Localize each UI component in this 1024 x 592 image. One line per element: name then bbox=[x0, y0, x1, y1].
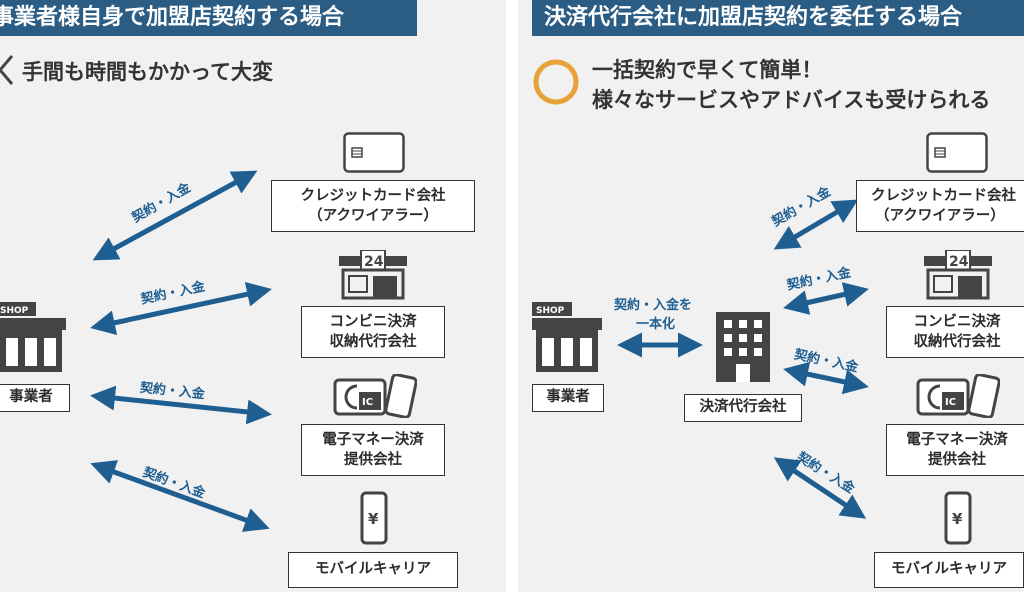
merchant-label: 事業者 bbox=[9, 389, 53, 405]
office-building-icon bbox=[716, 312, 770, 382]
unify-label-line1: 契約・入金を bbox=[614, 298, 693, 313]
panel-agent-contract: 決済代行会社に加盟店契約を委任する場合 一括契約で早くて簡単！ 様々なサービスや… bbox=[518, 0, 1024, 592]
mobile-phone-icon: ¥ bbox=[360, 491, 388, 545]
merchant-box: 事業者 bbox=[532, 384, 604, 412]
arrow-credit bbox=[92, 170, 258, 261]
shop-sign-text: SHOP bbox=[0, 306, 29, 316]
unify-label-line2: 一本化 bbox=[636, 317, 676, 332]
panel-self-contract: 事業者様自身で加盟店契約する場合 手間も時間もかかって大変 契約・入金 契約・入… bbox=[0, 0, 506, 592]
contract-arrows bbox=[617, 199, 869, 519]
provider-emoney-box: 電子マネー決済 提供会社 bbox=[886, 424, 1024, 476]
provider-convenience-box: コンビニ決済 収納代行会社 bbox=[886, 306, 1024, 358]
contract-arrows bbox=[90, 170, 272, 532]
credit-card-icon bbox=[926, 132, 988, 173]
store-sign-text: 24 bbox=[949, 254, 969, 270]
provider-convenience-box: コンビニ決済 収納代行会社 bbox=[301, 306, 445, 358]
provider-credit-box: クレジットカード会社 （アクワイアラー） bbox=[856, 180, 1024, 232]
panel-heading-line1: 一括契約で早くて簡単！ bbox=[592, 58, 823, 82]
provider-emoney-line1: 電子マネー決済 bbox=[322, 432, 424, 448]
arrow-emoney bbox=[90, 385, 272, 425]
emoney-card-icon: IC bbox=[916, 374, 1000, 418]
provider-mobile-box: モバイルキャリア bbox=[874, 552, 1024, 588]
arrow-convenience bbox=[783, 282, 869, 315]
panel-banner: 決済代行会社に加盟店契約を委任する場合 bbox=[532, 0, 1024, 36]
shop-sign-text: SHOP bbox=[536, 306, 565, 316]
emoney-card-icon: IC bbox=[333, 374, 417, 418]
provider-emoney-box: 電子マネー決済 提供会社 bbox=[301, 424, 445, 476]
provider-credit-line2: （アクワイアラー） bbox=[308, 208, 438, 224]
credit-card-icon bbox=[343, 132, 405, 173]
provider-emoney-line1: 電子マネー決済 bbox=[906, 432, 1008, 448]
provider-emoney-line2: 提供会社 bbox=[344, 452, 402, 468]
provider-convenience-line1: コンビニ決済 bbox=[329, 314, 417, 330]
shop-icon: SHOP bbox=[0, 302, 66, 372]
ic-text: IC bbox=[362, 397, 373, 408]
provider-credit-line1: クレジットカード会社 bbox=[871, 188, 1016, 204]
provider-convenience-line2: 収納代行会社 bbox=[913, 334, 1001, 350]
agent-box: 決済代行会社 bbox=[684, 394, 802, 422]
provider-credit-line2: （アクワイアラー） bbox=[875, 208, 1005, 224]
yen-text: ¥ bbox=[952, 510, 963, 528]
ic-text: IC bbox=[945, 397, 956, 408]
arrow-emoney bbox=[783, 361, 869, 395]
provider-emoney-line2: 提供会社 bbox=[928, 452, 986, 468]
provider-credit-box: クレジットカード会社 （アクワイアラー） bbox=[271, 180, 475, 232]
shop-icon: SHOP bbox=[532, 302, 602, 372]
banner-title: 事業者様自身で加盟店契約する場合 bbox=[0, 5, 345, 30]
arrow-mobile bbox=[773, 457, 867, 519]
merchant-box: 事業者 bbox=[0, 384, 70, 412]
store-sign-text: 24 bbox=[364, 254, 384, 270]
merchant-label: 事業者 bbox=[546, 389, 590, 405]
mobile-phone-icon: ¥ bbox=[944, 491, 972, 545]
banner-title: 決済代行会社に加盟店契約を委任する場合 bbox=[544, 5, 963, 30]
provider-convenience-line1: コンビニ決済 bbox=[913, 314, 1001, 330]
provider-mobile-box: モバイルキャリア bbox=[288, 552, 458, 588]
provider-convenience-line2: 収納代行会社 bbox=[329, 334, 417, 350]
panel-heading: 手間も時間もかかって大変 bbox=[22, 60, 273, 84]
panel-heading-line2: 様々なサービスやアドバイスも受けられる bbox=[592, 88, 991, 112]
circle-mark-icon bbox=[533, 59, 579, 105]
provider-credit-line1: クレジットカード会社 bbox=[300, 188, 446, 204]
arrow-credit bbox=[773, 199, 859, 250]
panel-banner: 事業者様自身で加盟店契約する場合 bbox=[0, 0, 417, 36]
agent-label: 決済代行会社 bbox=[699, 399, 787, 415]
yen-text: ¥ bbox=[368, 510, 379, 528]
provider-mobile-line1: モバイルキャリア bbox=[891, 561, 1007, 577]
cross-mark-icon bbox=[0, 55, 14, 85]
provider-mobile-line1: モバイルキャリア bbox=[315, 561, 431, 577]
arrow-mobile bbox=[90, 460, 270, 532]
arrow-convenience bbox=[90, 281, 272, 336]
convenience-store-icon: 24 bbox=[339, 250, 407, 300]
convenience-store-icon: 24 bbox=[924, 250, 992, 300]
